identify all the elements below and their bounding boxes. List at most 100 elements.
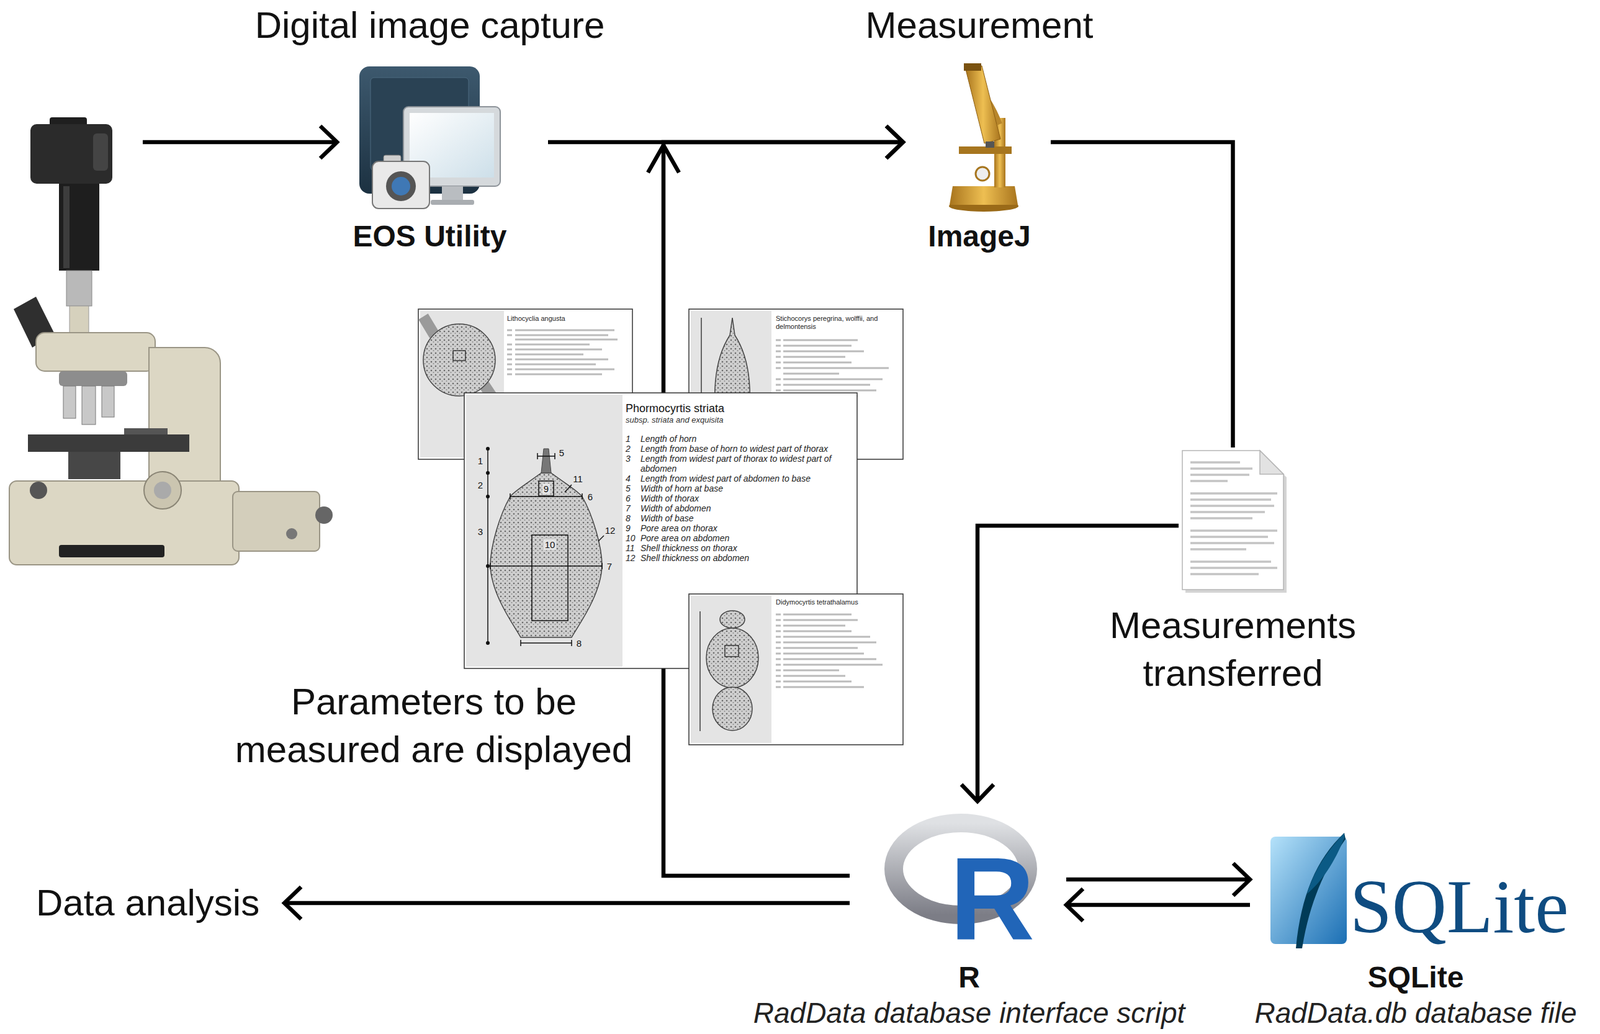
camera-microscope: [93, 133, 108, 171]
camera-microscope: [68, 451, 121, 480]
parameter-name: Width of horn at base: [640, 483, 853, 494]
imagej-icon: [963, 63, 982, 71]
parameter-row: 10Pore area on abdomen: [625, 533, 853, 544]
text-slot: 3: [476, 526, 485, 537]
text-slot: 9: [542, 483, 550, 495]
text-slot: Digital image capture: [255, 1, 606, 50]
parameter-row: 12Shell thickness on abdomen: [625, 552, 853, 563]
imagej-icon: [965, 65, 1001, 144]
camera-microscope: [101, 386, 115, 418]
parameter-sheet-drawing: [453, 350, 466, 361]
sheet-text-column: Stichocorys peregrina, wolffii, and delm…: [775, 314, 891, 331]
parameter-sheet: Didymocyrtis tetrathalamus: [688, 593, 904, 745]
parameter-sheet-drawing: [598, 535, 604, 542]
parameter-name: Width of thorax: [640, 493, 853, 504]
measurement-file-icon: Measurements transferred: [1180, 448, 1286, 592]
parameter-number: 8: [625, 513, 641, 524]
text-slot: ImageJ: [927, 219, 1031, 254]
camera-microscope: [58, 183, 100, 271]
parameter-row: 2Length from base of horn to widest part…: [625, 443, 853, 454]
parameter-sheet-drawing: [507, 330, 618, 375]
flow-arrow: [1066, 903, 1250, 908]
camera-microscope: [63, 186, 70, 269]
parameter-sheet-drawing: [537, 453, 555, 460]
document-icon: [1190, 462, 1278, 575]
file-description: RadData.db database file: [1254, 997, 1577, 1029]
species-title: Phormocyrtis striata: [625, 401, 853, 416]
callout-number: 10: [543, 539, 557, 550]
parameter-row: 6Width of thorax: [625, 493, 853, 504]
camera-microscope: [81, 386, 96, 425]
callout-number: 9: [542, 483, 550, 495]
parameter-row: 3Length from widest part of thorax to wi…: [625, 453, 853, 474]
parameter-name: Width of abdomen: [640, 503, 853, 514]
parameter-sheet-drawing: [485, 494, 490, 499]
camera-microscope: [58, 371, 128, 387]
species-title: Stichocorys peregrina, wolffii, and delm…: [775, 314, 891, 331]
connectors: [284, 142, 1250, 905]
parameter-number: 9: [625, 523, 641, 534]
text-slot: 12: [603, 525, 617, 536]
camera-microscope: [9, 480, 239, 565]
parameter-sheet-drawing: [485, 641, 490, 645]
camera-microscope: [58, 544, 165, 558]
camera-microscope: [232, 491, 320, 552]
parameter-name: Length of horn: [640, 433, 853, 444]
measurement-software-icon: MeasurementImageJ: [938, 63, 1021, 213]
parameter-sheet: Stichocorys peregrina, wolffii, and delm…: [688, 309, 904, 460]
imagej-icon: [985, 141, 995, 148]
parameter-number: 12: [625, 552, 641, 563]
camera-microscope: [286, 528, 298, 540]
species-title: Lithocyclia angusta: [507, 314, 622, 323]
output-step: Data analysis: [35, 878, 260, 927]
parameter-sheet: Phormocyrtis striatasubsp. striata and e…: [464, 392, 858, 669]
parameter-number: 5: [625, 483, 641, 494]
callout-number: 12: [603, 525, 617, 536]
parameter-sheet-drawing: [541, 448, 552, 473]
parameter-number: 11: [625, 543, 641, 553]
software-label: R: [958, 960, 980, 995]
text-slot: EOS Utility: [352, 219, 507, 254]
parameter-sheet-drawing: [423, 316, 435, 336]
callout-number: 1: [476, 455, 485, 467]
parameter-sheet-drawing: [538, 480, 554, 496]
sqlite-logo: [1295, 832, 1346, 949]
parameter-sheet-drawing: [490, 562, 603, 570]
parameter-sheet-drawing: [719, 610, 745, 629]
callout-number: 11: [571, 473, 585, 485]
camera-microscope: [143, 471, 182, 509]
capture-software-icon: Digital image captureEOS Utility: [359, 66, 501, 210]
camera-microscope: [29, 481, 48, 499]
text-slot: Measurements transferred: [1096, 601, 1370, 697]
parameter-sheet-drawing: [510, 493, 583, 500]
text-slot: 7: [605, 561, 614, 572]
parameter-sheet: Lithocyclia angusta: [418, 309, 633, 460]
imagej-icon: [958, 146, 1012, 154]
parameter-name: Shell thickness on thorax: [640, 543, 853, 553]
text-slot: Measurement: [865, 1, 1094, 50]
parameter-sheet-drawing: [485, 564, 490, 568]
parameter-name: Pore area on thorax: [640, 523, 853, 534]
camera-microscope: [35, 332, 156, 372]
text-slot: RadData.db database file: [1254, 997, 1577, 1029]
camera-microscope: [153, 481, 172, 499]
callout-number: 6: [586, 491, 594, 503]
parameter-sheet-drawing: [423, 323, 496, 396]
parameter-sheet-drawing: [712, 687, 753, 731]
parameter-sheet-drawing: [531, 534, 568, 621]
sheet-text-column: Didymocyrtis tetrathalamus: [775, 598, 891, 607]
species-subtitle: subsp. striata and exquisita: [625, 415, 853, 426]
document-icon: [1182, 450, 1284, 590]
camera-microscope: [69, 305, 89, 334]
parameter-row: 11Shell thickness on thorax: [625, 543, 853, 553]
software-label: EOS Utility: [352, 219, 507, 254]
text-slot: 5: [557, 447, 566, 459]
eos-utility-icon: [430, 199, 475, 205]
imagej-icon: [948, 63, 1019, 212]
camera-microscope: [315, 506, 333, 524]
text-slot: SQLite: [1349, 868, 1569, 945]
flow-arrow: [1066, 877, 1250, 882]
callout-number: 7: [605, 561, 614, 572]
callout-number: 2: [476, 479, 485, 491]
sheet-text-column: Phormocyrtis striatasubsp. striata and e…: [625, 401, 853, 563]
